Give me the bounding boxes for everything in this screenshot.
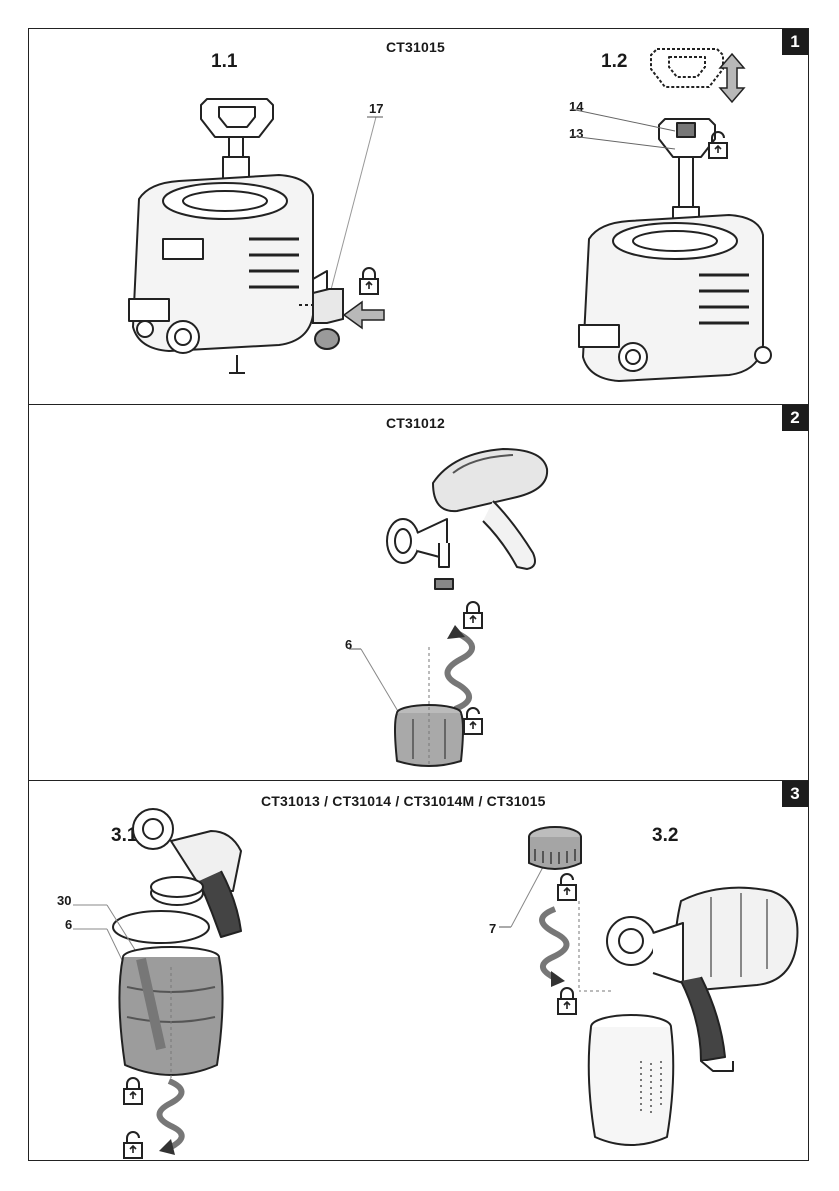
lock-icon: [123, 1131, 143, 1159]
panel-3: 3 CT31013 / CT31014 / CT31014M / CT31015…: [29, 781, 808, 1162]
panel-number: 2: [782, 405, 808, 431]
spray-gun-icon: [561, 881, 801, 1156]
callout-17: 17: [369, 101, 383, 116]
lock-icon: [123, 1077, 143, 1105]
spray-gun-icon: [373, 443, 563, 593]
callout-7: 7: [489, 921, 496, 936]
model-label: CT31015: [386, 39, 445, 55]
container-icon: [349, 647, 499, 767]
callout-30: 30: [57, 893, 71, 908]
spiral-arrow-icon: [147, 1077, 193, 1157]
panel-1: 1 CT31015 1.1 1.2 17 14 13: [29, 29, 808, 405]
model-label: CT31013 / CT31014 / CT31014M / CT31015: [261, 793, 546, 809]
subfigure-label-3-2: 3.2: [652, 825, 678, 847]
container-icon: [101, 947, 241, 1087]
panel-2: 2 CT31012 6: [29, 405, 808, 781]
model-label: CT31012: [386, 415, 445, 431]
handle-extend-arrow-icon: [719, 54, 745, 102]
panel-number: 3: [782, 781, 808, 807]
lock-icon: [708, 131, 728, 159]
instruction-figure-frame: 1 CT31015 1.1 1.2 17 14 13: [28, 28, 809, 1161]
subfigure-label-1-1: 1.1: [211, 51, 237, 73]
lock-icon: [359, 267, 379, 295]
paint-sprayer-cart-icon: [549, 39, 789, 384]
push-arrow-icon: [344, 302, 384, 328]
